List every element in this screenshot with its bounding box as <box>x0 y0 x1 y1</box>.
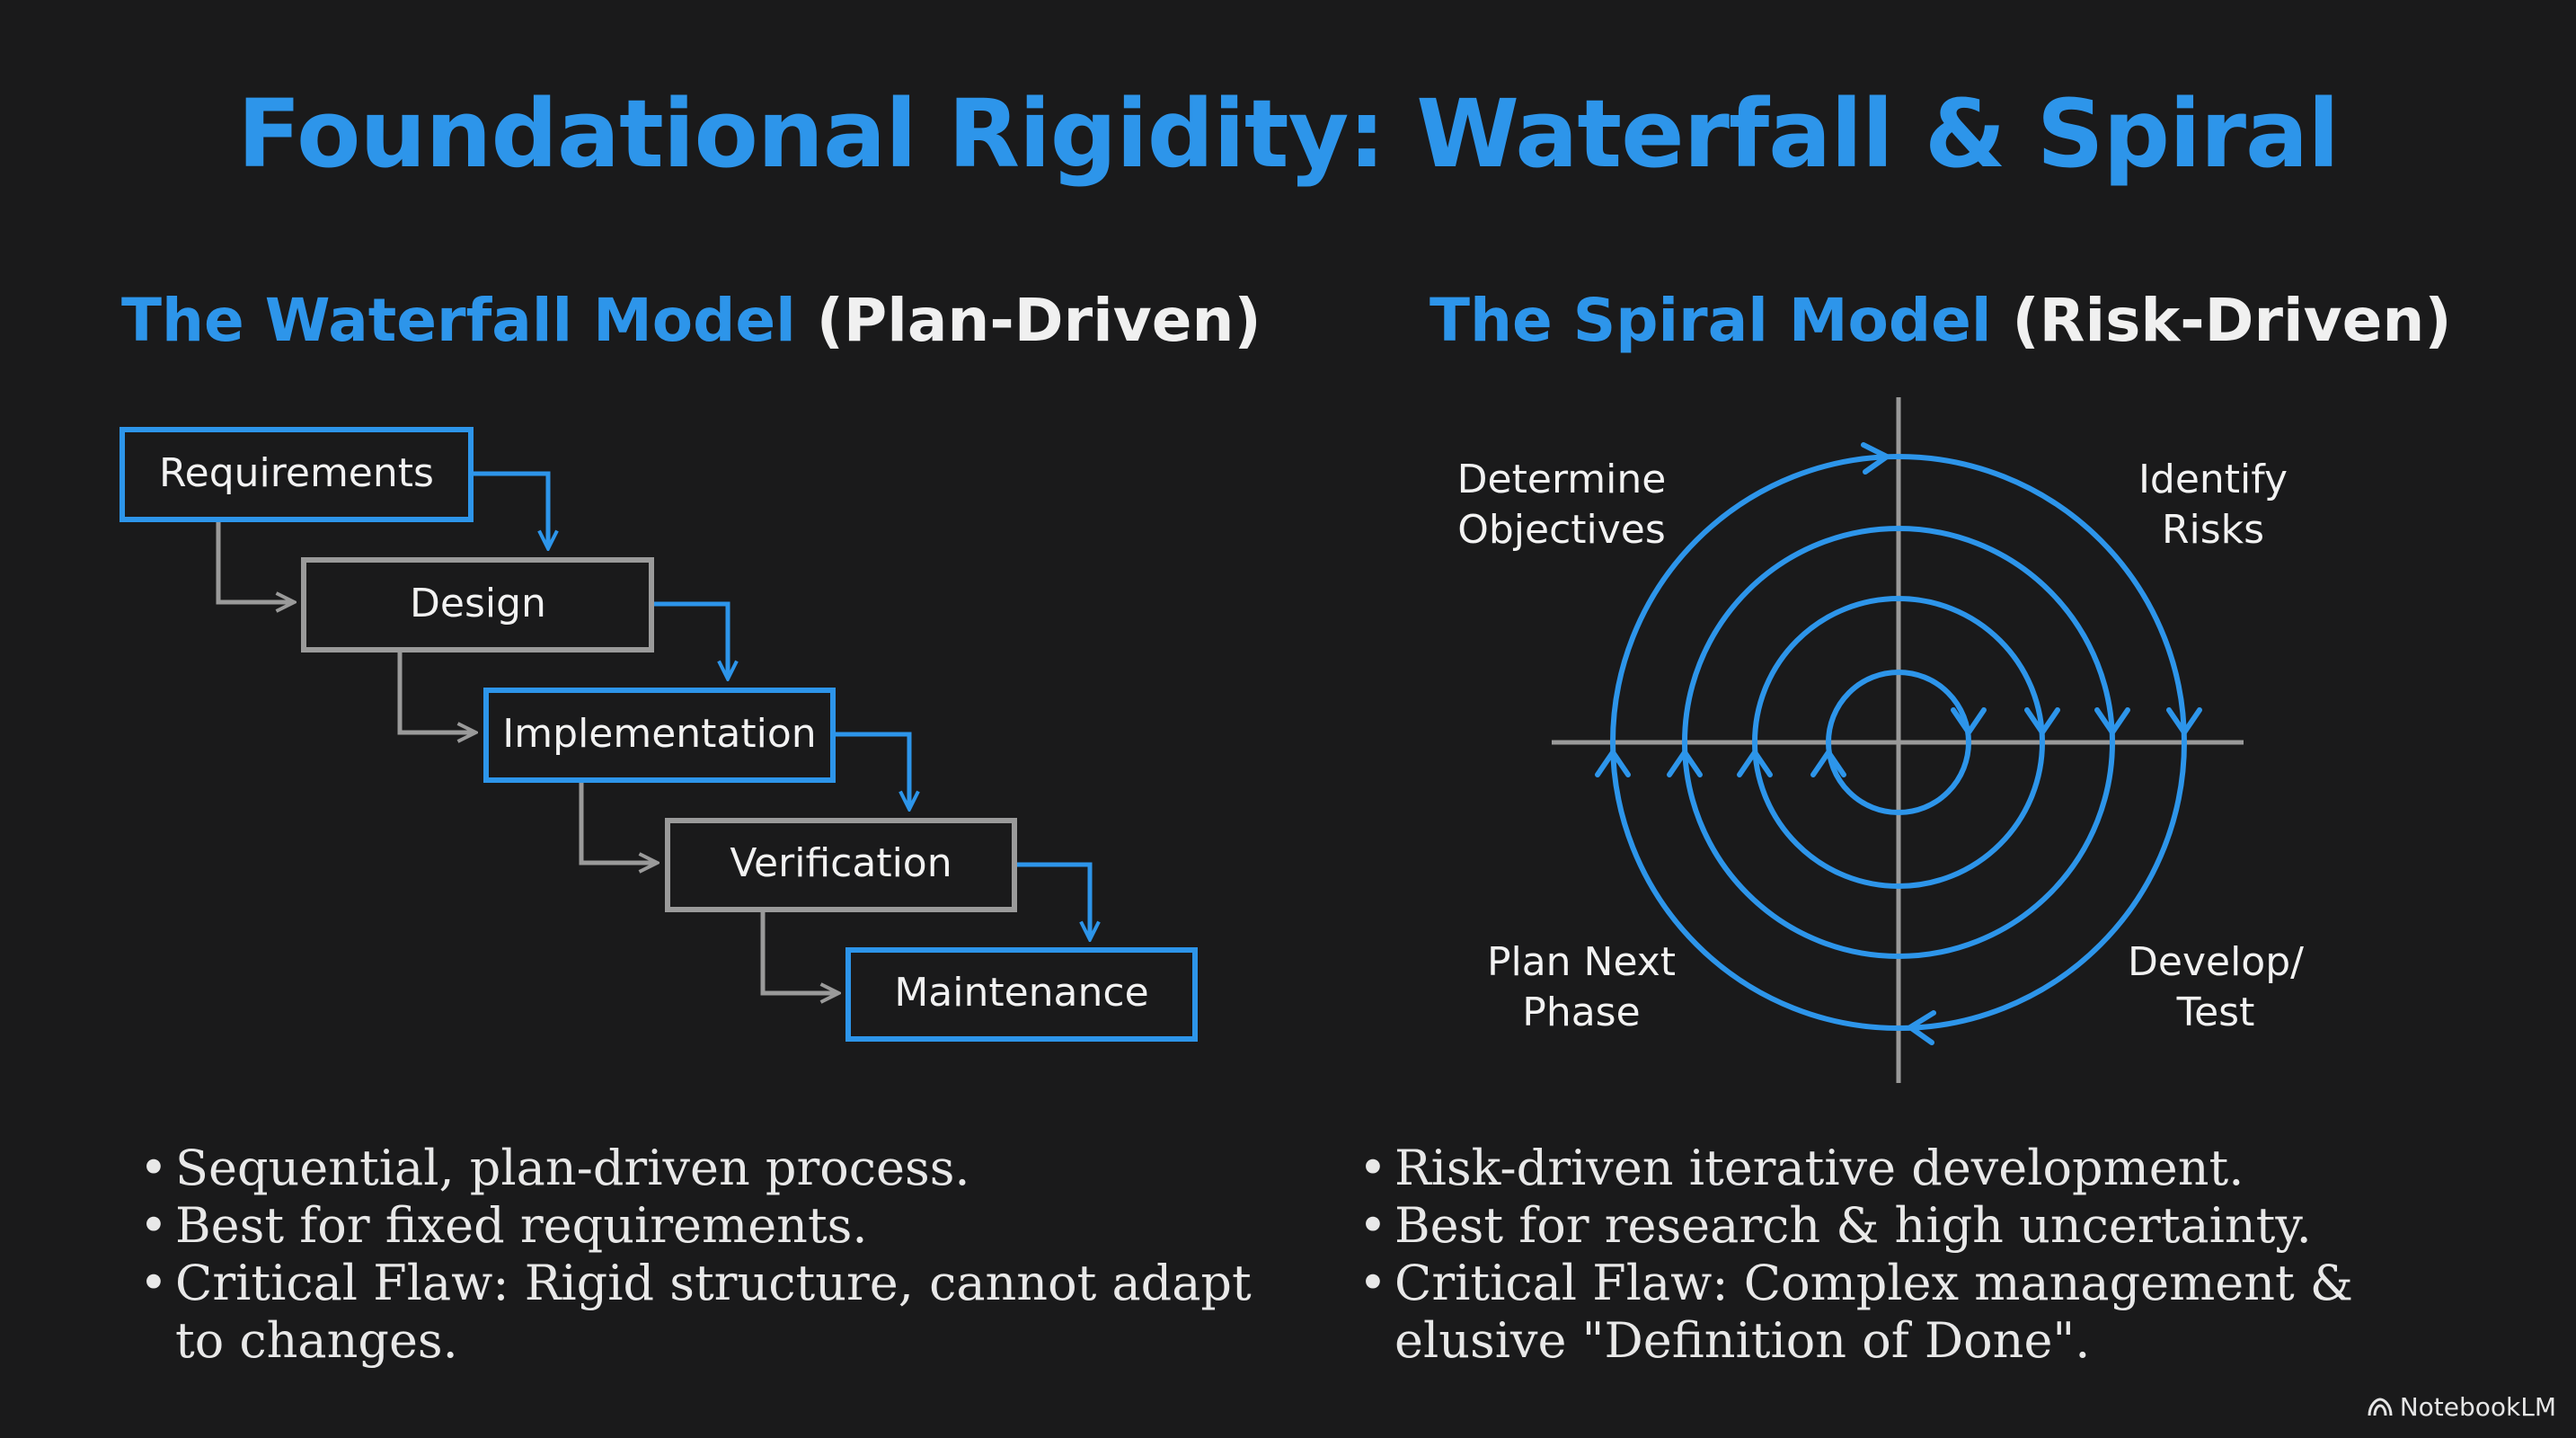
spiral-bullets: •Risk-driven iterative development. •Bes… <box>1359 1140 2518 1370</box>
waterfall-step-label: Design <box>410 581 546 626</box>
waterfall-heading-kind: (Plan-Driven) <box>816 286 1261 355</box>
spiral-quadrant-label: Risks <box>2162 507 2264 553</box>
waterfall-step-label: Verification <box>730 840 952 886</box>
waterfall-diagram: Requirements Design Implementation Verif… <box>120 427 1198 1042</box>
spiral-ring-inner <box>1825 670 1972 816</box>
spiral-heading-kind: (Risk-Driven) <box>2012 286 2452 355</box>
notebooklm-brand: NotebookLM <box>2368 1392 2556 1422</box>
list-item: •Risk-driven iterative development. <box>1359 1140 2244 1196</box>
waterfall-step-implementation <box>483 688 836 783</box>
spiral-heading-name: The Spiral Model <box>1430 286 1992 355</box>
spiral-ring-3 <box>1751 596 2046 890</box>
waterfall-step-label: Requirements <box>159 450 434 496</box>
waterfall-step-design <box>301 557 654 652</box>
waterfall-step-label: Maintenance <box>894 970 1148 1016</box>
spiral-quadrant-label: Determine <box>1457 457 1667 502</box>
waterfall-step-requirements <box>120 427 474 522</box>
spiral-quadrant-label: Objectives <box>1457 507 1666 553</box>
list-item: •Sequential, plan-driven process. <box>139 1140 970 1196</box>
list-item: •Best for research & high uncertainty. <box>1359 1197 2312 1254</box>
spiral-quadrant-label: Phase <box>1522 990 1640 1035</box>
list-item: •Best for fixed requirements. <box>139 1197 868 1254</box>
spiral-quadrant-label: Test <box>2176 990 2255 1035</box>
spiral-heading: The Spiral Model (Risk-Driven) <box>1430 286 2452 355</box>
spiral-ring-2 <box>1681 526 2116 960</box>
spiral-quadrant-label: Develop/ <box>2128 939 2304 985</box>
brand-label: NotebookLM <box>2399 1392 2556 1422</box>
waterfall-heading: The Waterfall Model (Plan-Driven) <box>121 286 1261 355</box>
list-item: •Critical Flaw: Complex management & elu… <box>1359 1255 2353 1369</box>
list-item: •Critical Flaw: Rigid structure, cannot … <box>139 1255 1252 1369</box>
waterfall-step-verification <box>665 818 1017 912</box>
page-title: Foundational Rigidity: Waterfall & Spira… <box>237 79 2340 189</box>
notebooklm-logo-icon <box>2368 1397 2393 1416</box>
spiral-diagram: Determine Objectives Identify Risks Plan… <box>1457 397 2304 1083</box>
spiral-quadrant-label: Identify <box>2138 457 2288 502</box>
spiral-ring-outer <box>1609 454 2188 1032</box>
waterfall-step-label: Implementation <box>502 711 816 757</box>
waterfall-heading-name: The Waterfall Model <box>121 286 796 355</box>
waterfall-bullets: •Sequential, plan-driven process. •Best … <box>139 1140 1262 1370</box>
waterfall-step-maintenance <box>845 947 1198 1042</box>
spiral-quadrant-label: Plan Next <box>1487 939 1676 985</box>
